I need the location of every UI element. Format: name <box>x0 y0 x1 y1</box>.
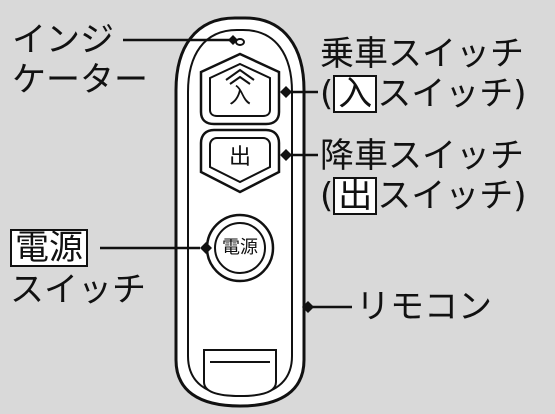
power-switch-label-line2: スイッチ <box>10 270 146 310</box>
power-leader-dot <box>200 242 212 254</box>
alighting-sub-rest: スイッチ) <box>377 176 527 216</box>
boarding-sub-rest: スイッチ) <box>377 74 527 114</box>
boarding-leader-dot <box>280 86 292 98</box>
alighting-switch-sub: (出スイッチ) <box>320 176 527 216</box>
power-switch-label: 電源 <box>10 228 88 268</box>
alighting-leader-dot <box>280 149 292 161</box>
bottom-slot <box>203 349 277 398</box>
indicator-leader-dot <box>228 35 238 45</box>
paren-open: ( <box>320 176 334 216</box>
paren-open: ( <box>320 74 334 114</box>
alighting-button-label: 出 <box>228 145 251 170</box>
remote-leader-dot <box>302 301 314 313</box>
boarding-boxed-label: 入 <box>333 75 378 113</box>
indicator-label-line1: インジ <box>12 20 114 60</box>
alighting-switch-label: 降車スイッチ <box>320 136 524 176</box>
boarding-chevron-icon-2 <box>229 75 251 85</box>
boarding-switch-label: 乗車スイッチ <box>320 34 524 74</box>
alighting-button[interactable] <box>209 137 271 184</box>
power-button-label: 電源 <box>222 237 258 258</box>
remote-label: リモコン <box>356 287 492 327</box>
power-boxed-label: 電源 <box>10 229 88 267</box>
boarding-chevron-icon <box>225 68 255 81</box>
power-button[interactable] <box>214 222 266 274</box>
alighting-boxed-label: 出 <box>333 177 378 215</box>
indicator-label-line2: ケーター <box>12 60 148 100</box>
boarding-button-label: 入 <box>228 84 251 109</box>
boarding-switch-sub: (入スイッチ) <box>320 74 527 114</box>
boarding-button[interactable] <box>209 62 271 117</box>
